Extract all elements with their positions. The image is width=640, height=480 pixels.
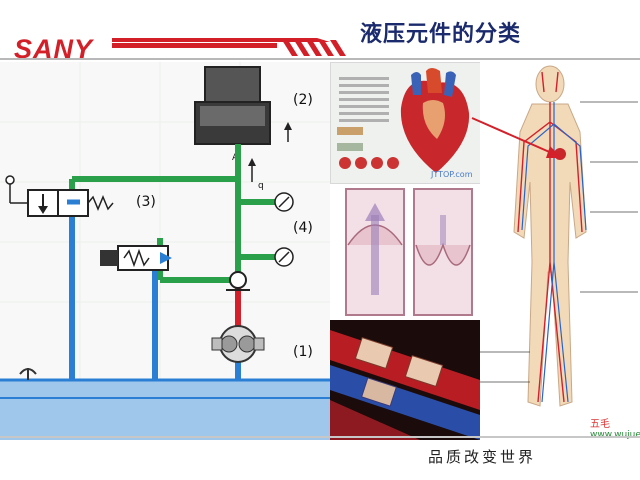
label-actuator: (2) [293,92,313,108]
footer-divider [0,436,640,438]
footer-slogan: 品质改变世界 [428,448,537,466]
label-pressure-element: (4) [293,220,313,236]
sany-logo: SANY [14,34,94,64]
check-valve-icon [229,271,247,289]
hydraulic-schematic: A q [0,62,330,440]
label-pump: (1) [293,344,313,360]
pointer-arrow-icon [471,117,562,158]
watermark: 五毛 www.wujue. [590,415,640,440]
spring-icon [87,195,114,211]
page-title: 液压元件的分类 [360,22,522,47]
blood-vessel-illustration [330,320,480,440]
watermark-site: www.wujue. [590,430,640,440]
tank-fluid [0,380,330,440]
handle-icon [5,175,15,185]
label-control-valve: (3) [136,194,156,210]
header-divider [0,58,640,60]
svg-text:q: q [258,181,264,191]
cylinder-cap [204,66,261,103]
svg-text:JTTOP.com: JTTOP.com [430,170,473,179]
vein-valve-illustration [340,185,480,320]
circulatory-body-chart [480,62,640,442]
watermark-logo: 五毛 [590,419,610,430]
header-stripes [112,38,346,56]
heart-reference-card: JTTOP.com [330,62,482,184]
